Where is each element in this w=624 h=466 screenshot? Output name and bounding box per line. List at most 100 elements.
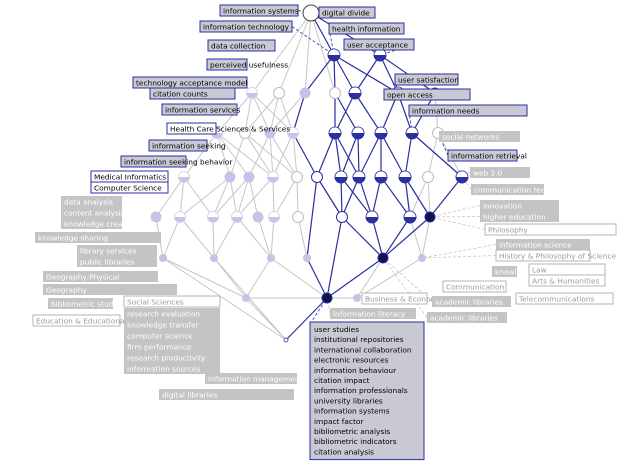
label-history-philosophy-of-science-text: History & Philosophy of Science	[499, 252, 617, 261]
highlight-edge	[333, 54, 399, 94]
highlight-edge	[354, 54, 381, 94]
label-social-sciences: Social Sciences	[123, 295, 221, 308]
dim-edge	[273, 176, 298, 218]
label-arts-humanities: Arts & Humanities	[528, 274, 606, 287]
label-history-philosophy-of-science: History & Philosophy of Science	[495, 249, 617, 262]
cs-list-item: citation analysis	[314, 447, 374, 456]
label-computer-science: computer science	[124, 330, 220, 341]
label-information-seeking-behavior: information seeking behavior	[120, 155, 233, 168]
lattice-node	[239, 127, 251, 139]
lattice-node	[374, 170, 388, 184]
label-geography: Geography	[43, 284, 177, 295]
leader-line	[291, 26, 335, 56]
cs-list-item: institutional repositories	[314, 335, 404, 344]
label-content-analysis: content analysis	[61, 207, 125, 218]
lattice-node	[311, 171, 323, 183]
lattice-node	[174, 211, 186, 223]
highlight-edge	[340, 176, 343, 218]
highlight-edge	[358, 132, 382, 178]
label-academic-libraries-text: academic libraries	[435, 298, 503, 307]
dim-edge	[248, 176, 259, 218]
label-law-text: Law	[532, 266, 547, 275]
label-user-satisfaction: user satisfaction	[394, 73, 459, 86]
highlight-edge	[316, 132, 336, 178]
lattice-node	[321, 292, 333, 304]
dim-edge	[269, 92, 280, 134]
label-knowledge-transfer-text: knowledge transfer	[127, 321, 200, 330]
highlight-edge	[341, 176, 360, 218]
label-business-economics-text: Business & Economics	[365, 295, 448, 304]
label-social-networks: social networks	[439, 131, 520, 142]
leader-line	[429, 216, 486, 230]
label-information-science-text: information science	[499, 241, 572, 250]
dim-edge	[269, 92, 306, 134]
label-geography-text: Geography	[46, 286, 87, 295]
highlight-edge	[404, 176, 411, 218]
lattice-node	[242, 294, 250, 302]
highlight-edge	[358, 176, 373, 218]
leader-line	[408, 110, 413, 134]
dim-edge	[216, 132, 274, 178]
label-web-2-0-text: web 2.0	[473, 169, 503, 178]
highlight-edge	[404, 132, 413, 178]
label-information-science: information science	[496, 239, 590, 250]
label-research-productivity: research productivity	[124, 352, 220, 363]
dim-edge	[427, 132, 439, 178]
lattice-node	[267, 254, 275, 262]
label-innovation: innovation	[480, 200, 559, 211]
highlight-edge	[333, 54, 356, 94]
leader-line	[326, 297, 331, 314]
label-knowledge-creation-text: knowledge creation	[64, 220, 137, 229]
dim-edge	[183, 176, 214, 218]
dim-edge	[179, 176, 185, 218]
lattice-node	[303, 254, 311, 262]
dim-edge	[244, 92, 280, 134]
cs-list-item: information professionals	[314, 386, 408, 395]
dim-edge	[229, 176, 238, 218]
label-perceived-usefulness: perceived usefulness	[206, 58, 288, 71]
label-perceived-usefulness-text: perceived usefulness	[210, 61, 288, 70]
highlight-edge	[411, 132, 463, 178]
dim-edge	[216, 132, 231, 178]
lattice-node	[327, 48, 341, 62]
dim-edge	[236, 176, 274, 218]
label-technology-acceptance-model: technology acceptance model	[132, 76, 248, 89]
lattice-node	[422, 171, 434, 183]
lattice-node	[377, 252, 389, 264]
highlight-edge	[334, 92, 359, 134]
label-information-literacy: information literacy	[330, 308, 416, 319]
label-health-information: health information	[328, 22, 405, 35]
label-medical-informatics: Medical Informatics	[90, 170, 169, 183]
dim-edge	[245, 257, 272, 299]
highlight-edge	[306, 176, 318, 259]
lattice-node	[348, 86, 362, 100]
lattice-node	[267, 171, 279, 183]
lattice-node	[207, 211, 219, 223]
dim-edge	[296, 176, 299, 218]
label-arts-humanities-text: Arts & Humanities	[532, 277, 600, 286]
lattice-node	[224, 171, 236, 183]
lattice-node	[299, 87, 311, 99]
label-innovation-text: innovation	[483, 202, 522, 211]
label-information-needs-text: information needs	[412, 107, 479, 116]
highlight-edge	[371, 216, 384, 259]
label-academic-libraries: academic libraries	[432, 296, 511, 307]
label-social-sciences-text: Social Sciences	[127, 298, 184, 307]
highlight-edge	[304, 54, 335, 94]
dim-edge	[278, 92, 294, 134]
highlight-edge	[316, 176, 343, 218]
highlight-edge	[429, 176, 463, 218]
leader-line	[382, 257, 428, 318]
highlight-edge	[334, 132, 360, 178]
lattice-node	[292, 211, 304, 223]
label-research-evaluation-text: research evaluation	[127, 310, 201, 319]
label-information-management-text: information management	[208, 375, 303, 384]
highlight-edge	[379, 54, 399, 94]
highlight-edge	[380, 176, 411, 218]
lattice-node	[351, 126, 365, 140]
highlight-edge	[326, 216, 343, 299]
label-information-management: information management	[205, 373, 303, 384]
lattice-top-node	[302, 4, 320, 22]
dim-edge	[251, 12, 312, 94]
